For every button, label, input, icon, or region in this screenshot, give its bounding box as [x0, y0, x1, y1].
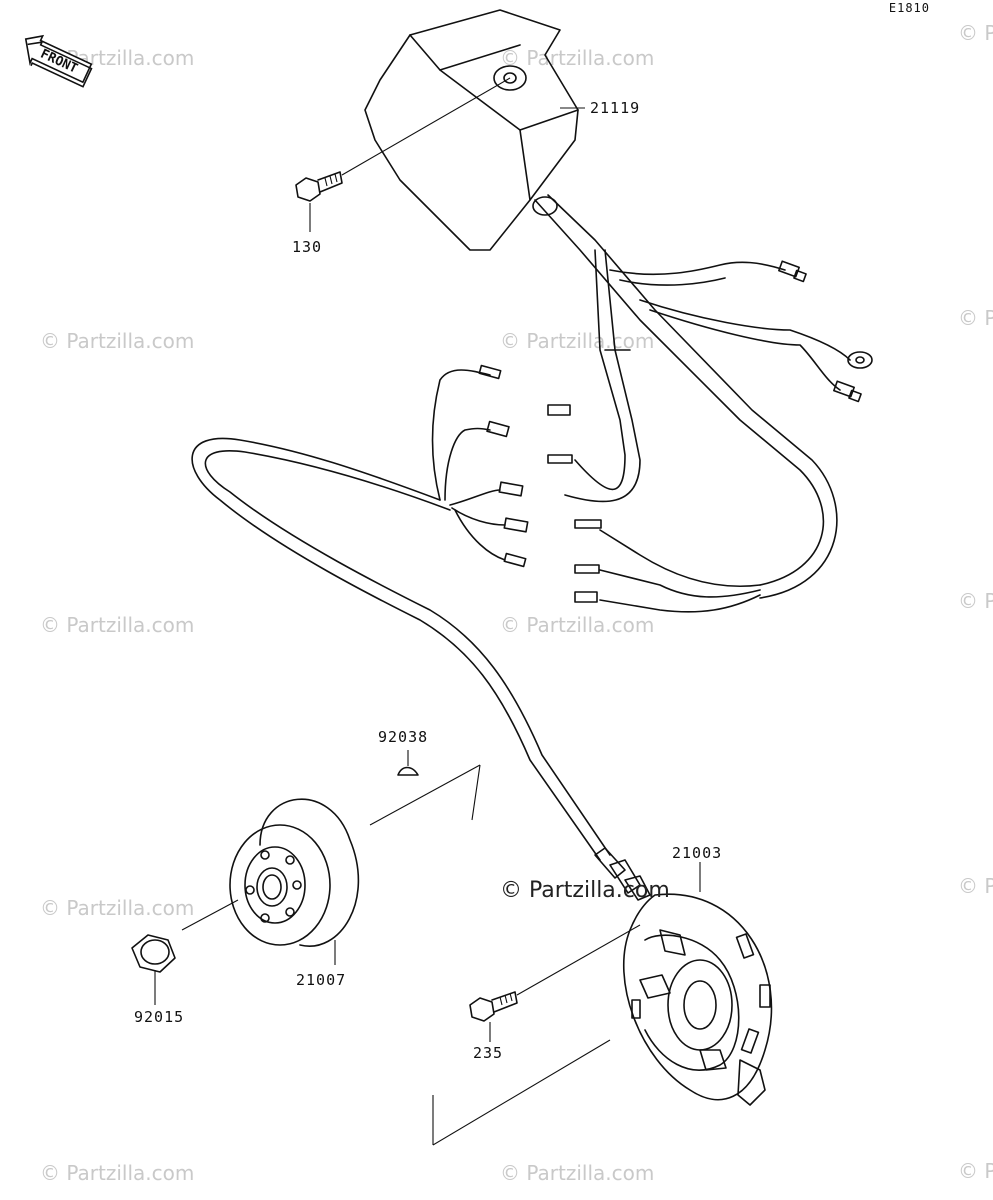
watermark-text: © Partzilla.com: [958, 306, 993, 330]
watermark-text: © Partzilla.com: [40, 1161, 194, 1185]
stator-bolt-drawing: [469, 924, 641, 1042]
watermark-text: © Partzilla.com: [500, 613, 654, 637]
watermark-text: © Partzilla.com: [958, 874, 993, 898]
part-label-130[interactable]: 130: [292, 238, 322, 256]
watermark-text: © Partzilla.com: [40, 329, 194, 353]
part-label-21007[interactable]: 21007: [296, 971, 346, 989]
watermark-layer: © Partzilla.com © Partzilla.com © Partzi…: [40, 21, 993, 1185]
flywheel-nut-drawing: [131, 899, 239, 1005]
watermark-text: © Partzilla.com: [500, 1161, 654, 1185]
watermark-text: © Partzilla.com: [40, 896, 194, 920]
part-label-21003[interactable]: 21003: [672, 844, 722, 862]
center-watermark: © Partzilla.com: [500, 878, 670, 903]
watermark-text: © Partzilla.com: [500, 46, 654, 70]
bolt-130-drawing: [295, 77, 511, 232]
part-label-21119[interactable]: 21119: [590, 99, 640, 117]
front-arrow-icon: FRONT: [24, 34, 93, 88]
cdi-unit-drawing: [364, 9, 579, 251]
woodruff-key-drawing: [397, 750, 419, 776]
flywheel-drawing: [229, 798, 360, 965]
part-label-235[interactable]: 235: [473, 1044, 503, 1062]
part-label-92015[interactable]: 92015: [134, 1008, 184, 1026]
watermark-text: © Partzilla.com: [958, 1159, 993, 1183]
watermark-text: © Partzilla.com: [500, 329, 654, 353]
stator-drawing: [622, 862, 773, 1106]
watermark-text: © Partzilla.com: [40, 613, 194, 637]
watermark-text: © Partzilla.com: [958, 21, 993, 45]
wiring-harness-drawing: [191, 194, 873, 901]
diagram-code: E1810: [889, 1, 930, 15]
part-label-92038[interactable]: 92038: [378, 728, 428, 746]
perspective-guides: [369, 764, 611, 1146]
watermark-text: © Partzilla.com: [958, 589, 993, 613]
